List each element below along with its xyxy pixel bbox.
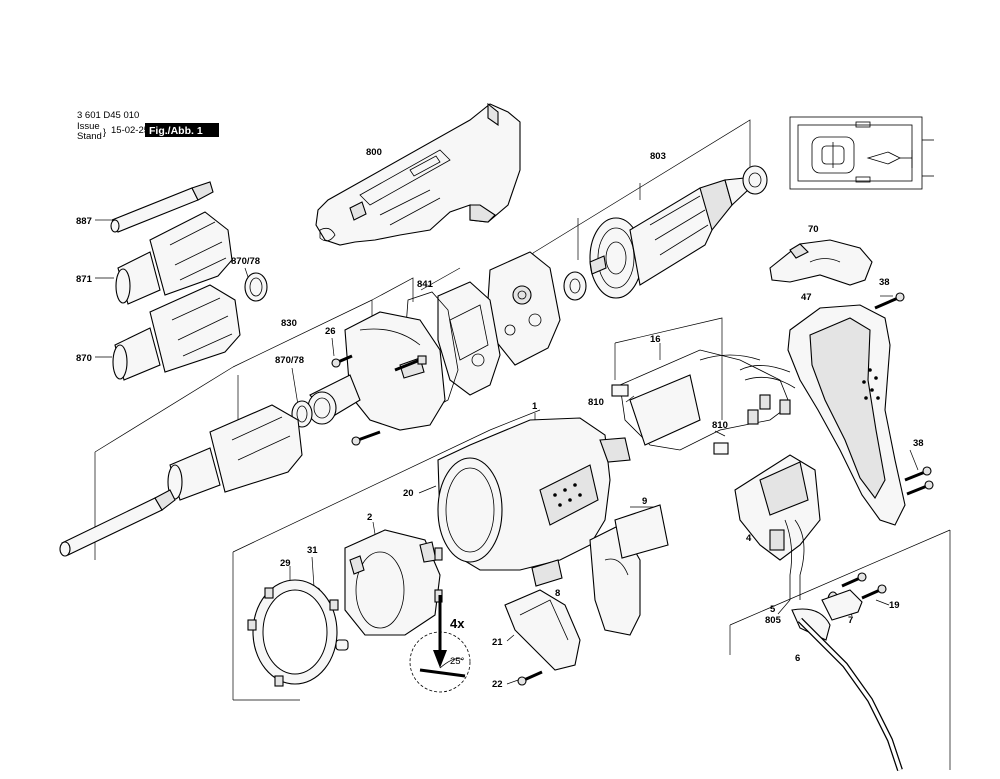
label-4: 4 [746, 533, 752, 544]
stand-label: Stand [77, 131, 102, 142]
part-16-brush-holder [619, 349, 796, 451]
screw-38-lower-1 [904, 466, 932, 482]
part-labels: 800 803 887 871 870/78 841 830 26 870/78… [76, 147, 924, 690]
part-29-ring [247, 579, 339, 687]
label-8: 8 [555, 588, 560, 599]
label-7: 7 [848, 615, 853, 626]
label-21: 21 [492, 637, 503, 648]
label-6: 6 [795, 653, 800, 664]
screw-38-upper [874, 292, 905, 310]
screw-830 [394, 355, 427, 372]
part-7-cable-clamp [821, 589, 863, 621]
part-70-clip [769, 239, 873, 286]
label-2: 2 [367, 512, 372, 523]
bearing-right [742, 165, 768, 195]
part-9-label [614, 504, 669, 559]
screw-19-lower [861, 584, 887, 600]
angle-text: 25° [450, 656, 465, 667]
screw-22 [517, 670, 543, 686]
brush-810-left [611, 384, 629, 397]
wiring-schematic [789, 116, 934, 190]
label-803: 803 [650, 151, 666, 162]
detail-angle-callout: 4x 25° [409, 595, 471, 693]
screw-26 [331, 354, 353, 368]
label-19: 19 [889, 600, 900, 611]
label-29: 29 [280, 558, 291, 569]
screw-38-lower-2 [906, 480, 934, 496]
label-830: 830 [281, 318, 297, 329]
label-31: 31 [307, 545, 318, 556]
label-870-78-upper: 870/78 [231, 256, 260, 267]
label-70: 70 [808, 224, 819, 235]
label-38-upper: 38 [879, 277, 890, 288]
part-number: 3 601 D45 010 [77, 110, 139, 121]
header-block: 3 601 D45 010 Issue Stand } 15-02-25 Fig… [77, 110, 219, 142]
depth-locator-middle [167, 404, 303, 501]
part-1-motor-housing [437, 417, 641, 636]
part-887-bit-holder [110, 181, 214, 233]
label-887: 887 [76, 216, 92, 227]
leader-lines [94, 119, 951, 770]
part-21-cover [504, 589, 581, 671]
part-871-depth-locator [115, 211, 233, 305]
figure-badge [145, 123, 219, 137]
issue-date: 15-02-25 [111, 125, 149, 136]
label-20: 20 [403, 488, 414, 499]
label-22: 22 [492, 679, 503, 690]
label-805: 805 [765, 615, 782, 626]
part-4-switch [734, 454, 821, 600]
label-870: 870 [76, 353, 92, 364]
label-841: 841 [417, 279, 434, 290]
label-800: 800 [366, 147, 382, 158]
label-5: 5 [770, 604, 776, 615]
label-16: 16 [650, 334, 661, 345]
issue-label: Issue [77, 121, 100, 132]
part-8-label [531, 559, 563, 587]
label-9: 9 [642, 496, 647, 507]
part-830-gear-housing [307, 311, 446, 431]
part-47-handle-cover [787, 304, 906, 526]
ring-870-78-upper [244, 272, 268, 302]
part-800-attachment-housing [315, 102, 521, 246]
label-38-lower: 38 [913, 438, 924, 449]
part-841-baffle [437, 281, 501, 396]
label-47: 47 [801, 292, 812, 303]
part-803-armature [589, 177, 749, 299]
part-870-depth-locator [112, 284, 241, 381]
part-2-field [344, 529, 443, 636]
bearing-left [563, 271, 587, 301]
screw-lower [351, 430, 381, 446]
label-810-left: 810 [588, 397, 604, 408]
figure-label: Fig./Abb. 1 [149, 125, 203, 137]
screw-19-upper [841, 572, 867, 588]
part-6-power-cable [797, 617, 903, 771]
brush-810-right [713, 442, 729, 455]
label-810-right: 810 [712, 420, 728, 431]
label-1: 1 [532, 401, 538, 412]
multiplier-text: 4x [450, 616, 465, 631]
brace-symbol: } [103, 127, 106, 138]
label-26: 26 [325, 326, 336, 337]
label-870-78-lower: 870/78 [275, 355, 304, 366]
bearing-plate [487, 251, 561, 366]
long-bit-holder [59, 489, 176, 557]
label-871: 871 [76, 274, 93, 285]
